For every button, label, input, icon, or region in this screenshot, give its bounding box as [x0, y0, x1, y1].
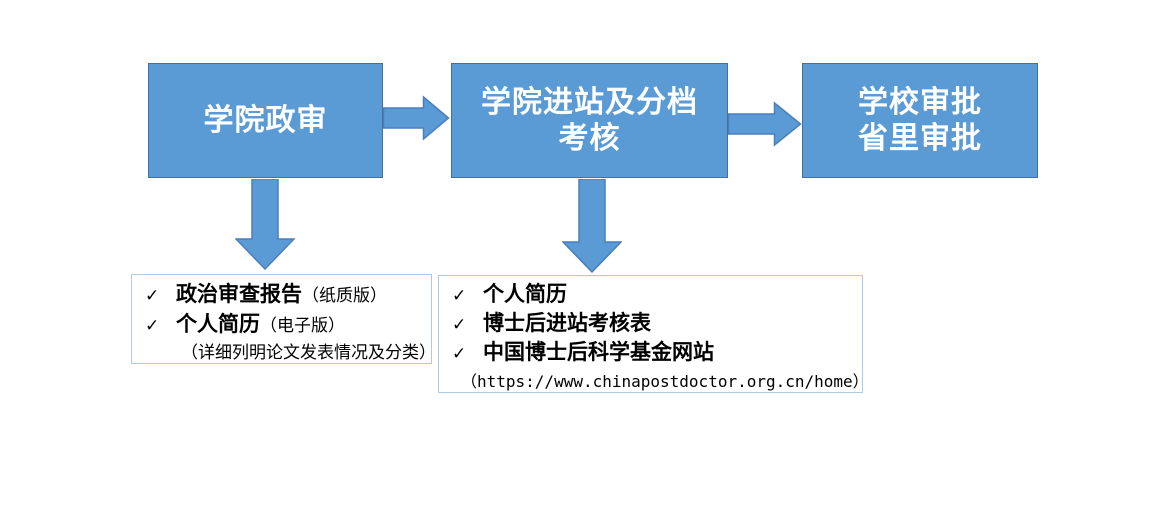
flow-step-label-line: 学校审批 — [858, 85, 982, 119]
item-text: 个人简历 — [176, 313, 260, 336]
item-suffix: （电子版） — [260, 316, 345, 335]
checklist-item: ✓ 个人简历 — [452, 281, 858, 310]
arrow-right-icon — [383, 95, 450, 141]
item-text: 博士后进站考核表 — [483, 312, 651, 335]
item-text: 个人简历 — [483, 283, 567, 306]
flow-step-label-line: 考核 — [558, 121, 621, 155]
checklist-item: ✓ 中国博士后科学基金网站 — [452, 339, 858, 368]
flow-step-label-line: 省里审批 — [858, 121, 982, 155]
check-icon: ✓ — [452, 315, 467, 334]
check-icon: ✓ — [452, 344, 467, 363]
flow-step-university-province-approval: 学校审批 省里审批 — [802, 63, 1038, 178]
item-subnote-url: （https://www.chinapostdoctor.org.cn/home… — [461, 372, 863, 391]
flow-step-label-line: 学院政审 — [203, 103, 328, 137]
check-icon: ✓ — [145, 316, 160, 335]
arrow-right-icon — [728, 101, 802, 147]
checklist-panel-political-review-docs: ✓ 政治审查报告（纸质版） ✓ 个人简历（电子版） （详细列明论文发表情况及分类） — [131, 274, 432, 364]
flow-step-college-political-review: 学院政审 — [148, 63, 383, 178]
check-icon: ✓ — [145, 286, 160, 305]
checklist-item: ✓ 政治审查报告（纸质版） — [145, 280, 427, 310]
arrow-down-icon — [235, 179, 295, 270]
item-subnote: （详细列明论文发表情况及分类） — [181, 343, 432, 362]
item-text: 中国博士后科学基金网站 — [483, 341, 714, 364]
flow-step-label-line: 学院进站及分档 — [481, 85, 698, 119]
arrow-down-icon — [562, 179, 622, 273]
checklist-panel-entry-assessment-docs: ✓ 个人简历 ✓ 博士后进站考核表 ✓ 中国博士后科学基金网站 （https://ww… — [438, 275, 863, 393]
flow-step-entry-and-grading-assessment: 学院进站及分档 考核 — [451, 63, 728, 178]
checklist-item: ✓ 个人简历（电子版） — [145, 310, 427, 340]
item-suffix: （纸质版） — [302, 286, 387, 305]
check-icon: ✓ — [452, 286, 467, 305]
checklist-item: ✓ 博士后进站考核表 — [452, 310, 858, 339]
item-text: 政治审查报告 — [176, 283, 302, 306]
